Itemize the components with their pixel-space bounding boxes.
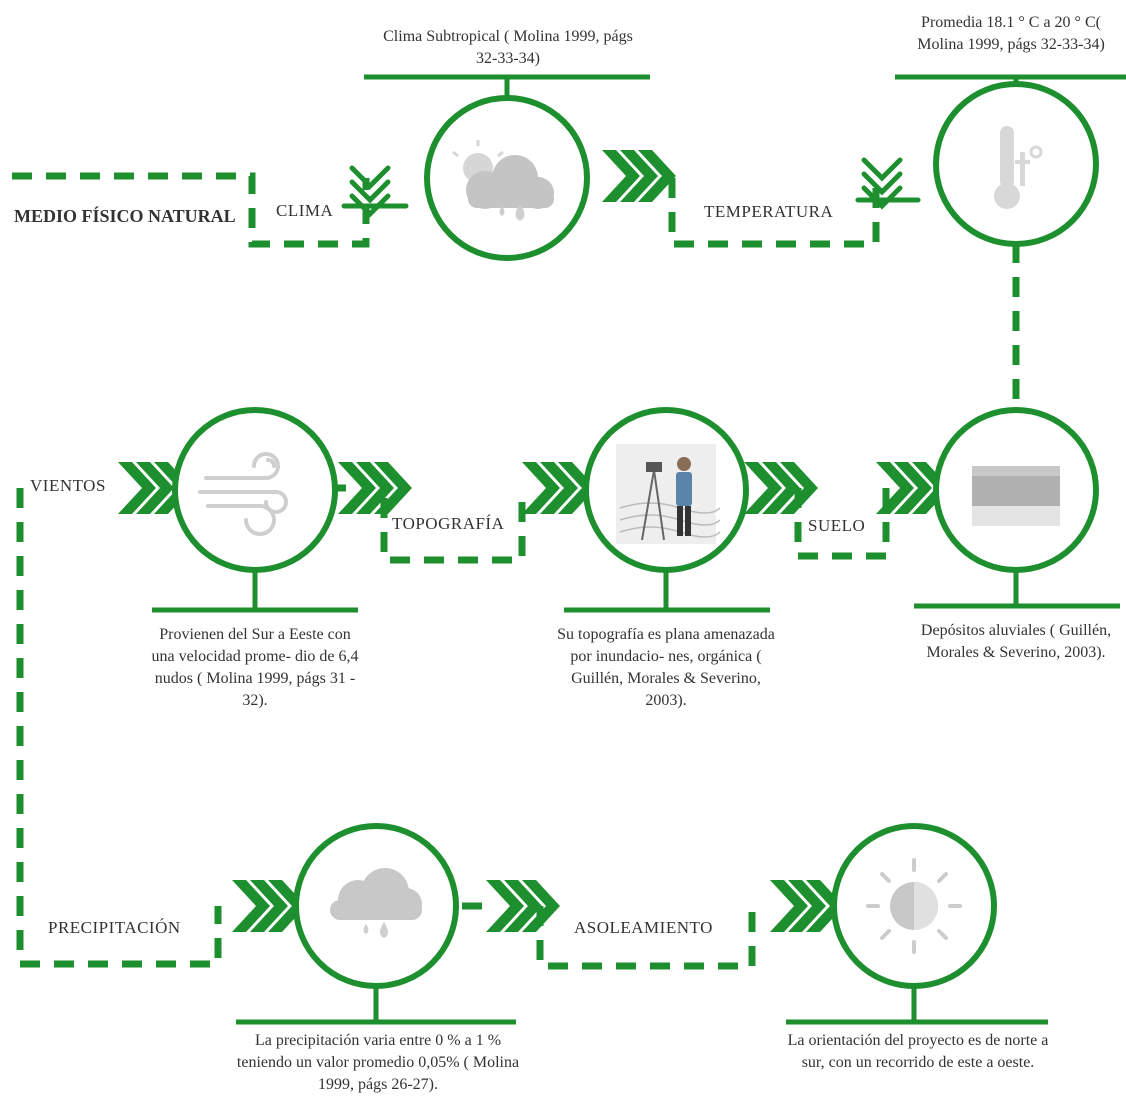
connector-root-clima [12, 172, 370, 248]
cloud-sun-rain-icon [452, 140, 554, 221]
arrow-topografia-into [522, 462, 596, 514]
precipitacion-description: La precipitación varia entre 0 % a 1 % t… [236, 1032, 520, 1093]
root-label: MEDIO FÍSICO NATURAL [14, 206, 236, 226]
arrow-vientos-out [338, 462, 412, 514]
thermometer-icon [994, 126, 1043, 209]
vientos-description: Provienen del Sur a Eeste con una veloci… [151, 626, 359, 709]
suelo-label: SUELO [808, 516, 866, 536]
soil-layer-icon [972, 466, 1060, 526]
arrow-clima-into [341, 165, 409, 218]
suelo-description: Depósitos aluviales ( Guillén, Morales &… [920, 622, 1112, 661]
temperatura-description: Promedia 18.1 ° C a 20 ° C( Molina 1999,… [917, 14, 1105, 53]
arrow-topografia-out [744, 462, 818, 514]
arrow-asoleamiento-into [770, 880, 844, 932]
clima-label: CLIMA [276, 201, 334, 221]
sun-icon [866, 858, 962, 954]
arrow-precipitacion-into [232, 880, 306, 932]
rain-cloud-icon [330, 868, 422, 938]
topografia-label: TOPOGRAFÍA [392, 514, 505, 534]
arrow-suelo-into [876, 462, 950, 514]
connector-vientos-loop [16, 488, 222, 968]
vientos-label: VIENTOS [30, 476, 106, 496]
topografia-description: Su topografía es plana amenazada por inu… [557, 626, 775, 709]
arrow-clima-out [602, 150, 676, 202]
clima-description: Clima Subtropical ( Molina 1999, págs 32… [383, 28, 633, 67]
asoleamiento-description: La orientación del proyecto es de norte … [787, 1032, 1049, 1071]
asoleamiento-label: ASOLEAMIENTO [574, 918, 713, 937]
connector-topografia-suelo [794, 488, 890, 560]
temperatura-label: TEMPERATURA [704, 202, 834, 221]
wind-icon [198, 452, 288, 536]
arrow-temperatura-into [855, 157, 921, 210]
precipitacion-label: PRECIPITACIÓN [48, 918, 181, 937]
surveyor-icon [616, 444, 721, 544]
arrow-precipitacion-out [486, 880, 560, 932]
connector-precipitacion-asoleamiento [462, 902, 756, 970]
